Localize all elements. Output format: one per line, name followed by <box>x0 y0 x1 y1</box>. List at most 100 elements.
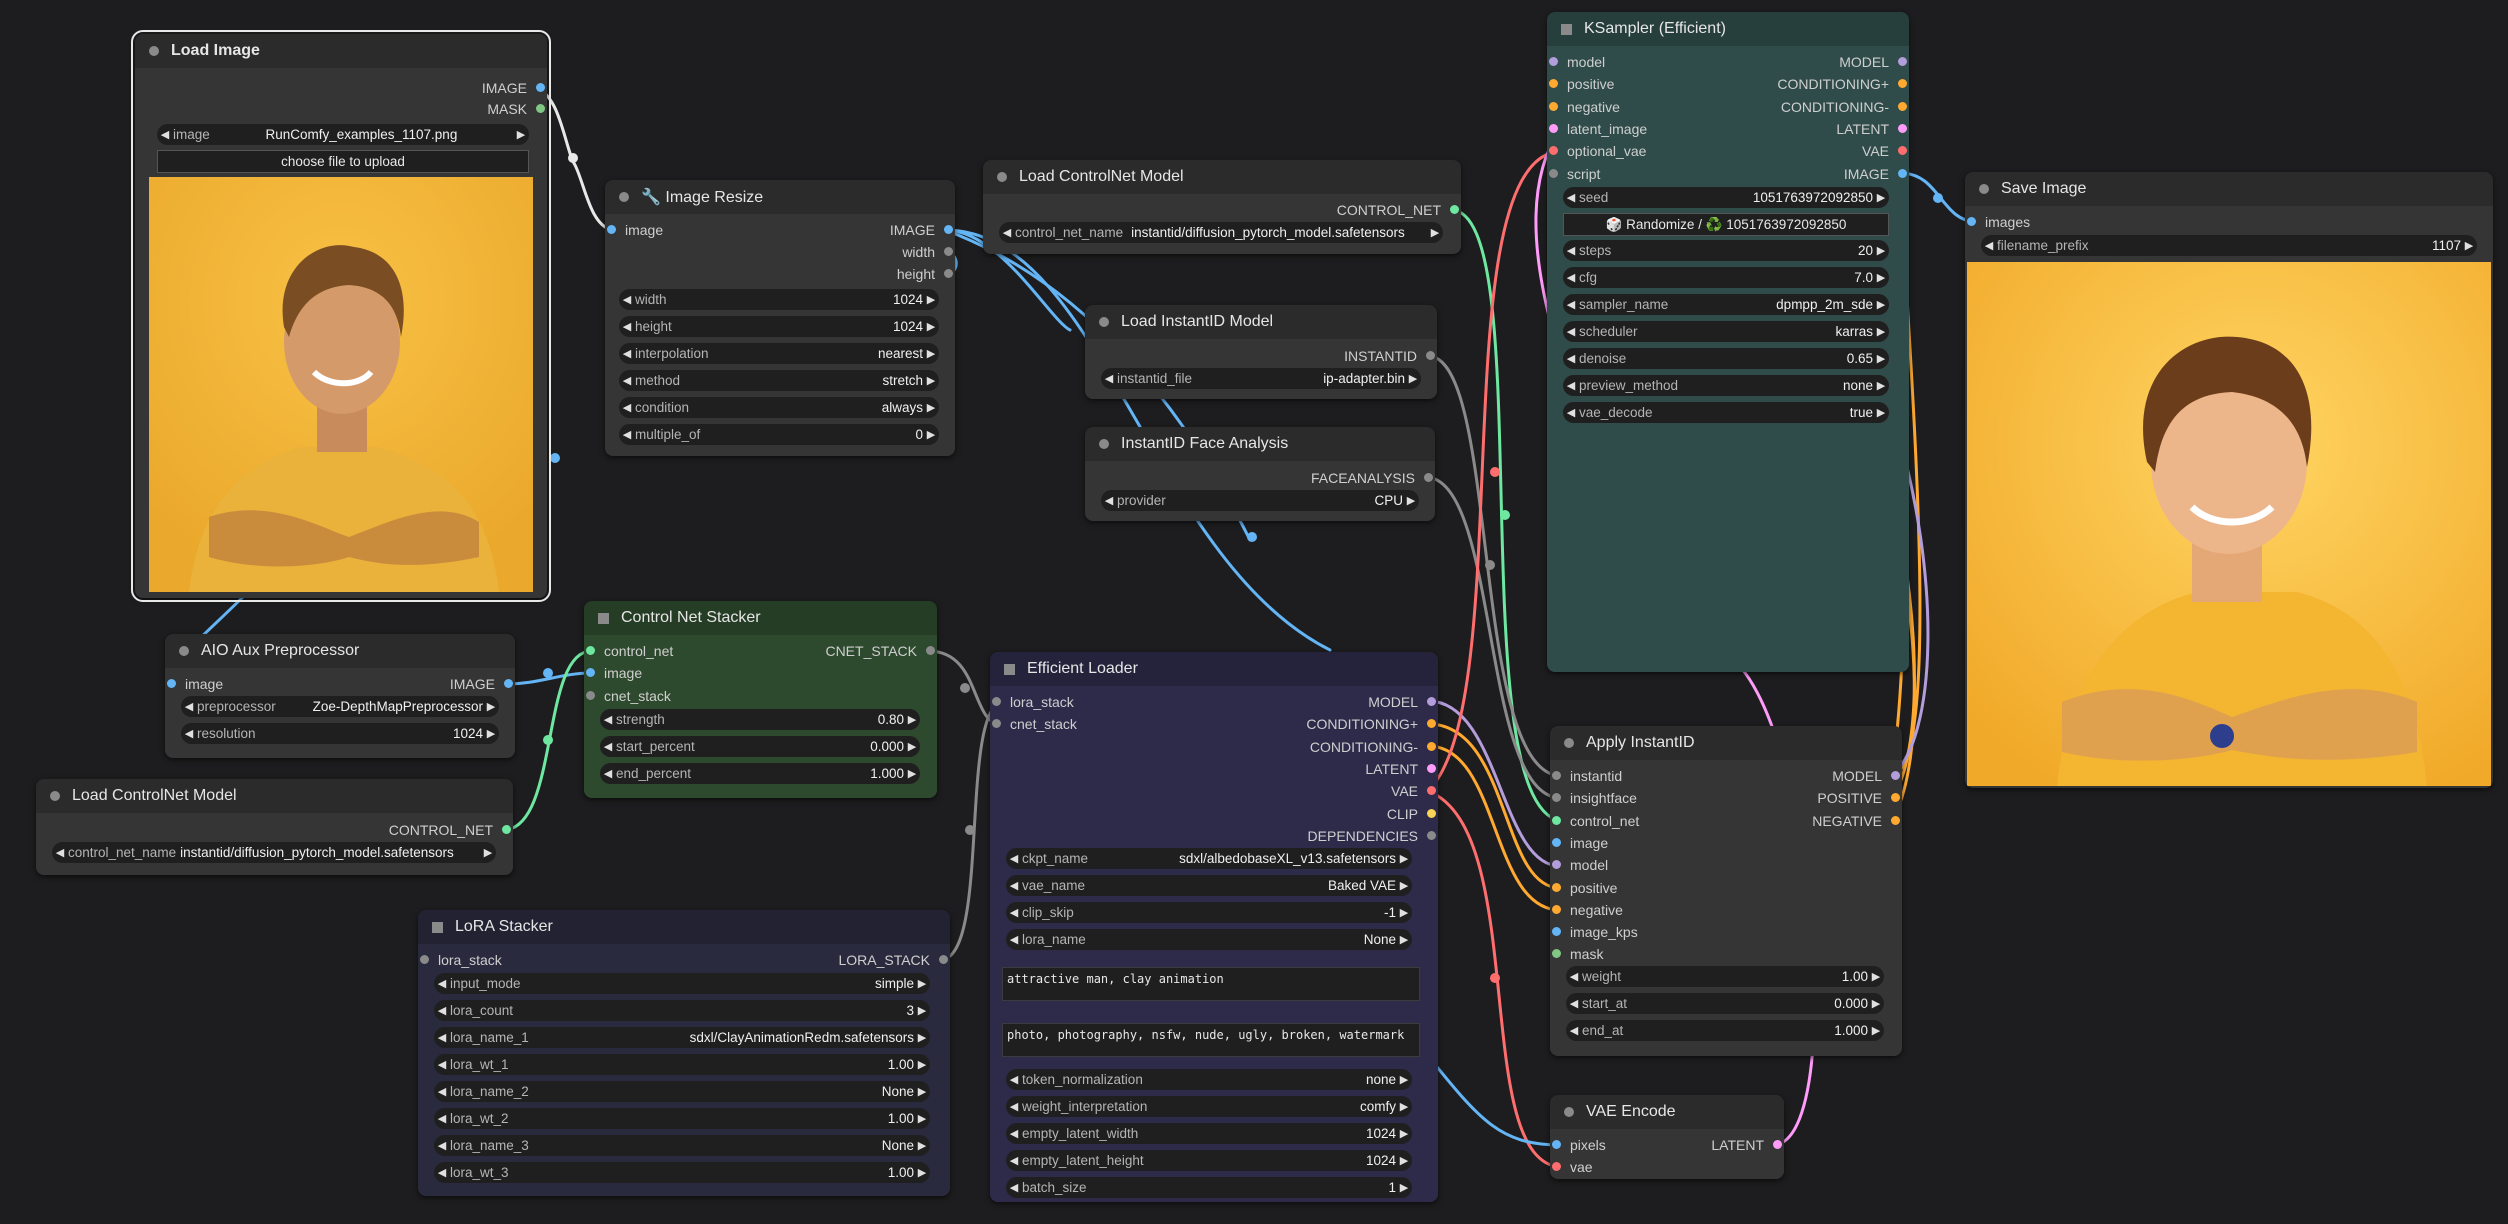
node-header[interactable]: Load ControlNet Model <box>983 160 1461 194</box>
node-header[interactable]: 🔧 Image Resize <box>605 180 955 214</box>
collapse-square-icon[interactable] <box>432 921 443 933</box>
output-image[interactable]: IMAGE <box>450 676 515 692</box>
arrow-right-icon[interactable]: ▶ <box>1406 495 1416 507</box>
output-negative[interactable]: NEGATIVE <box>1812 813 1902 829</box>
arrow-left-icon[interactable]: ◀ <box>1566 272 1576 284</box>
output-cnet-stack[interactable]: CNET_STACK <box>825 643 937 659</box>
arrow-left-icon[interactable]: ◀ <box>1566 245 1576 257</box>
arrow-right-icon[interactable]: ▶ <box>907 714 917 726</box>
arrow-right-icon[interactable]: ▶ <box>926 375 936 387</box>
input-image[interactable]: image <box>605 222 663 238</box>
output-model[interactable]: MODEL <box>1839 54 1909 70</box>
arrow-right-icon[interactable]: ▶ <box>1876 326 1886 338</box>
collapse-square-icon[interactable] <box>598 612 609 624</box>
collapse-square-icon[interactable] <box>1561 23 1572 35</box>
randomize-button[interactable]: 🎲 Randomize / ♻️ 1051763972092850 <box>1563 213 1889 236</box>
node-header[interactable]: Load Image <box>135 34 547 68</box>
arrow-right-icon[interactable]: ▶ <box>1876 272 1886 284</box>
input-instantid[interactable]: instantid <box>1550 768 1622 784</box>
input-pixels[interactable]: pixels <box>1550 1137 1606 1153</box>
node-load-instantid[interactable]: Load InstantID Model INSTANTID ◀instanti… <box>1085 305 1437 399</box>
collapse-dot-icon[interactable] <box>1099 317 1109 327</box>
arrow-right-icon[interactable]: ▶ <box>1399 880 1409 892</box>
arrow-right-icon[interactable]: ▶ <box>1399 853 1409 865</box>
arrow-left-icon[interactable]: ◀ <box>1009 1101 1019 1113</box>
arrow-left-icon[interactable]: ◀ <box>184 701 194 713</box>
node-aio-aux-preprocessor[interactable]: AIO Aux Preprocessor image IMAGE ◀prepro… <box>165 634 515 758</box>
arrow-left-icon[interactable]: ◀ <box>1566 299 1576 311</box>
arrow-right-icon[interactable]: ▶ <box>1399 934 1409 946</box>
arrow-left-icon[interactable]: ◀ <box>1566 353 1576 365</box>
input-vae[interactable]: vae <box>1550 1159 1593 1175</box>
arrow-left-icon[interactable]: ◀ <box>1009 934 1019 946</box>
arrow-left-icon[interactable]: ◀ <box>1009 880 1019 892</box>
arrow-left-icon[interactable]: ◀ <box>1569 998 1579 1010</box>
output-width[interactable]: width <box>902 244 955 260</box>
input-cnet-stack[interactable]: cnet_stack <box>584 688 671 704</box>
arrow-left-icon[interactable]: ◀ <box>1009 1074 1019 1086</box>
input-mask[interactable]: mask <box>1550 946 1603 962</box>
arrow-right-icon[interactable]: ▶ <box>1399 1182 1409 1194</box>
input-positive[interactable]: positive <box>1550 880 1617 896</box>
output-model[interactable]: MODEL <box>1368 694 1438 710</box>
arrow-right-icon[interactable]: ▶ <box>926 348 936 360</box>
arrow-right-icon[interactable]: ▶ <box>926 402 936 414</box>
arrow-right-icon[interactable]: ▶ <box>917 1032 927 1044</box>
output-clip[interactable]: CLIP <box>1387 806 1438 822</box>
input-latent-image[interactable]: latent_image <box>1547 121 1647 137</box>
arrow-right-icon[interactable]: ▶ <box>907 741 917 753</box>
output-model[interactable]: MODEL <box>1832 768 1902 784</box>
node-image-resize[interactable]: 🔧 Image Resize image IMAGE width height … <box>605 180 955 456</box>
node-load-controlnet-top[interactable]: Load ControlNet Model CONTROL_NET ◀contr… <box>983 160 1461 254</box>
arrow-right-icon[interactable]: ▶ <box>907 768 917 780</box>
arrow-left-icon[interactable]: ◀ <box>437 1140 447 1152</box>
arrow-right-icon[interactable]: ▶ <box>926 321 936 333</box>
arrow-left-icon[interactable]: ◀ <box>1566 380 1576 392</box>
collapse-dot-icon[interactable] <box>1979 184 1989 194</box>
arrow-right-icon[interactable]: ▶ <box>486 701 496 713</box>
node-header[interactable]: Apply InstantID <box>1550 726 1902 760</box>
input-model[interactable]: model <box>1547 54 1605 70</box>
output-instantid[interactable]: INSTANTID <box>1344 348 1437 364</box>
arrow-left-icon[interactable]: ◀ <box>1009 1182 1019 1194</box>
input-images[interactable]: images <box>1965 214 2030 230</box>
input-model[interactable]: model <box>1550 857 1608 873</box>
arrow-left-icon[interactable]: ◀ <box>184 728 194 740</box>
node-header[interactable]: Load ControlNet Model <box>36 779 513 813</box>
node-efficient-loader[interactable]: Efficient Loader attractive man, clay an… <box>990 652 1438 1202</box>
input-insightface[interactable]: insightface <box>1550 790 1637 806</box>
arrow-left-icon[interactable]: ◀ <box>622 294 632 306</box>
arrow-right-icon[interactable]: ▶ <box>926 429 936 441</box>
arrow-left-icon[interactable]: ◀ <box>160 129 170 141</box>
arrow-left-icon[interactable]: ◀ <box>622 375 632 387</box>
collapse-dot-icon[interactable] <box>149 46 159 56</box>
arrow-right-icon[interactable]: ▶ <box>1876 353 1886 365</box>
positive-prompt-textarea[interactable]: attractive man, clay animation <box>1002 967 1420 1001</box>
arrow-left-icon[interactable]: ◀ <box>622 348 632 360</box>
output-conditioning[interactable]: CONDITIONING+ <box>1306 716 1438 732</box>
